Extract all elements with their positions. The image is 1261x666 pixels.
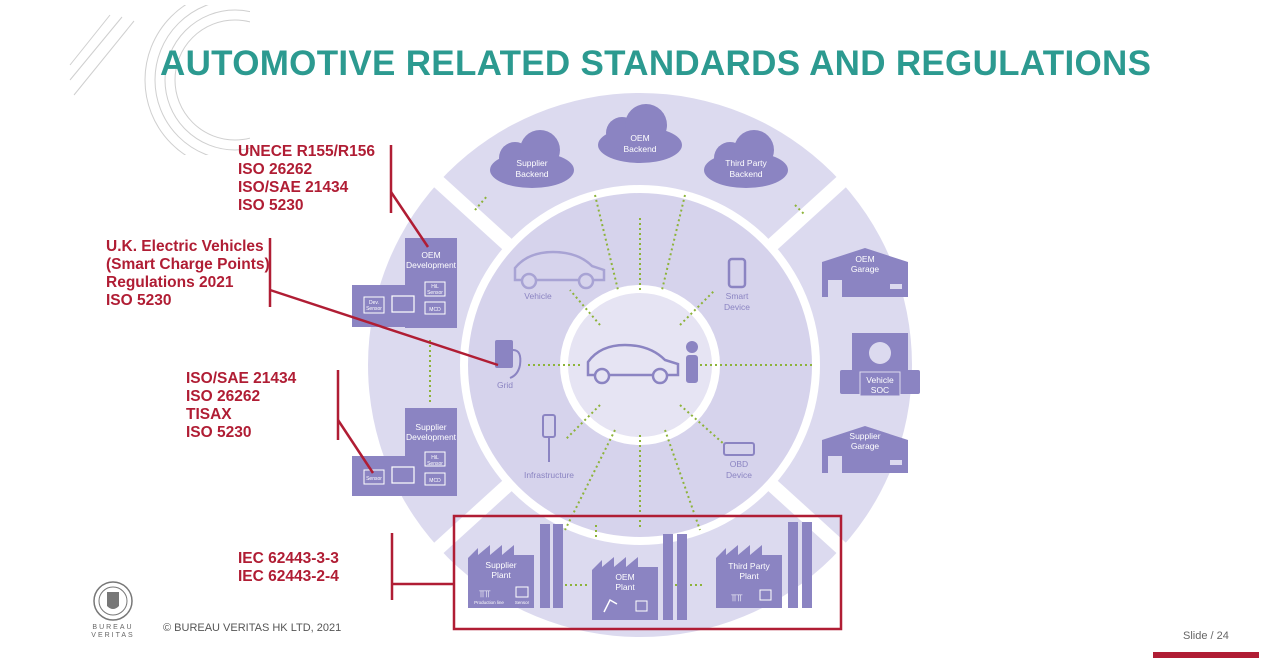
page-title: AUTOMOTIVE RELATED STANDARDS AND REGULAT…	[160, 44, 1152, 83]
production-line-icon: ⫪⫪	[730, 593, 742, 604]
logo-text: BUREAU VERITAS	[91, 624, 135, 639]
infrastructure-label: Infrastructure	[524, 470, 574, 480]
supplier-plant-block	[468, 524, 563, 608]
plant-label: Third Party	[728, 561, 770, 571]
oem-dev-dev: Dev.	[369, 300, 379, 306]
vehicle-soc-label: Vehicle	[866, 375, 894, 385]
supplier-dev-hil: HiL	[431, 455, 439, 461]
supplier-dev-hil2: Sensor	[427, 461, 443, 467]
supplier-garage-label: Supplier	[849, 431, 880, 441]
plant-sub-label: Sensor	[515, 600, 530, 605]
standard-item: IEC 62443-3-3	[238, 550, 339, 567]
footer-accent-bar	[1153, 652, 1259, 658]
traffic-light-icon	[542, 414, 556, 462]
vehicle-label: Vehicle	[524, 291, 552, 301]
cloud-supplier-backend	[490, 130, 574, 188]
supplier-development-block	[352, 408, 457, 496]
standard-item: (Smart Charge Points)	[106, 256, 270, 273]
slide-number: Slide / 24	[1183, 630, 1229, 642]
standard-item: ISO/SAE 21434	[186, 370, 297, 387]
sensor-icon	[635, 600, 648, 612]
sensor-icon	[515, 586, 529, 598]
plants-highlight-box	[452, 514, 843, 631]
standard-item: ISO 26262	[238, 161, 313, 178]
obd-label: Device	[726, 470, 752, 480]
copyright: © BUREAU VERITAS HK LTD, 2021	[163, 622, 342, 634]
supplier-dev-label: Development	[406, 432, 457, 442]
cloud-label: Supplier	[516, 158, 547, 168]
obd-icon	[723, 442, 755, 456]
decorative-swirl	[69, 5, 250, 155]
core-circle	[568, 293, 712, 437]
smart-device-label: Device	[724, 302, 750, 312]
smart-device-label: Smart	[726, 291, 749, 301]
plant-sub-label: Production line	[474, 600, 504, 605]
standard-item: ISO 26262	[186, 388, 261, 405]
standard-item: U.K. Electric Vehicles	[106, 238, 264, 255]
oem-garage-label: Garage	[851, 264, 880, 274]
plant-label: Supplier	[485, 560, 516, 570]
standard-item: TISAX	[186, 406, 232, 423]
oem-dev-hil2: Sensor	[427, 290, 443, 296]
sensor-icon	[759, 589, 772, 601]
smart-device-icon	[727, 257, 747, 289]
vehicle-soc-block	[840, 333, 920, 397]
standard-item: IEC 62443-2-4	[238, 568, 339, 585]
standard-item: ISO 5230	[186, 424, 252, 441]
cloud-oem-backend	[598, 104, 682, 163]
oem-dev-mcd: MCD	[429, 307, 441, 313]
supplier-garage-label: Garage	[851, 441, 880, 451]
cloud-third-party-backend	[704, 130, 788, 188]
oem-dev-hil: HiL	[431, 284, 439, 290]
standard-item: Regulations 2021	[106, 274, 234, 291]
vehicle-icon	[513, 250, 606, 290]
standard-item: UNECE R155/R156	[238, 143, 375, 160]
person-icon	[686, 341, 698, 383]
supplier-dev-mcd: MCD	[429, 478, 441, 484]
plant-label: Plant	[739, 571, 759, 581]
core-car-icon	[586, 343, 680, 385]
standard-item: ISO 5230	[106, 292, 172, 309]
plant-label: Plant	[491, 570, 511, 580]
charger-icon	[495, 340, 522, 379]
standards-group-oem: UNECE R155/R156 ISO 26262 ISO/SAE 21434 …	[238, 143, 375, 215]
supplier-garage-block	[822, 426, 908, 473]
cloud-label: Backend	[623, 144, 656, 154]
bureau-veritas-logo	[93, 581, 133, 621]
supplier-dev-label: Supplier	[415, 422, 446, 432]
grid-label: Grid	[497, 380, 513, 390]
oem-dev-label: OEM	[421, 250, 440, 260]
supplier-dev-sensor: Sensor	[366, 476, 382, 482]
plant-label: OEM	[615, 572, 634, 582]
cloud-label: OEM	[630, 133, 649, 143]
oem-garage-label: OEM	[855, 254, 874, 264]
oem-dev-dev2: Sensor	[366, 306, 382, 312]
vehicle-soc-label: SOC	[871, 385, 889, 395]
production-line-icon: ⫪⫪	[478, 589, 490, 600]
obd-label: OBD	[730, 459, 748, 469]
cloud-label: Third Party	[725, 158, 767, 168]
plant-label: Plant	[615, 582, 635, 592]
standard-item: ISO/SAE 21434	[238, 179, 349, 196]
oem-dev-label: Development	[406, 260, 457, 270]
oem-development-block	[352, 238, 457, 328]
cloud-label: Backend	[515, 169, 548, 179]
standard-item: ISO 5230	[238, 197, 304, 214]
standards-group-grid: U.K. Electric Vehicles (Smart Charge Poi…	[106, 238, 270, 310]
standards-group-plants: IEC 62443-3-3 IEC 62443-2-4	[238, 550, 339, 586]
oem-garage-block	[822, 248, 908, 297]
standards-group-supplier: ISO/SAE 21434 ISO 26262 TISAX ISO 5230	[186, 370, 296, 442]
robot-arm-icon	[603, 598, 618, 613]
cloud-label: Backend	[729, 169, 762, 179]
third-party-plant-block	[716, 522, 812, 608]
